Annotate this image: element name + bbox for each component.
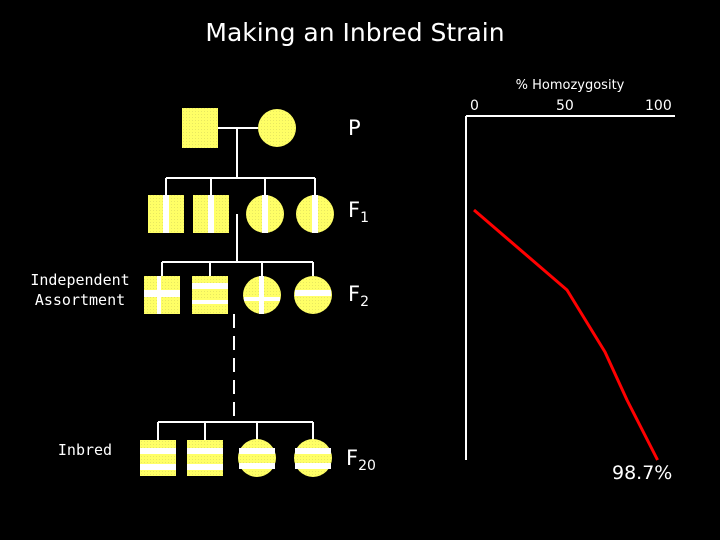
generation-f20-sub: 20 (358, 458, 376, 474)
generation-f1-sub: 1 (360, 210, 370, 226)
inbred-label: Inbred (57, 441, 113, 459)
f2-female-symbol (294, 276, 332, 314)
homozygosity-chart (465, 115, 675, 461)
axis-tick-100: 100 (645, 98, 672, 114)
p-male-symbol (182, 108, 218, 148)
generation-label-f20: F20 (346, 446, 376, 474)
p-generation (182, 108, 296, 178)
f20-female-symbol (294, 439, 332, 477)
final-homozygosity-label: 98.7% (612, 462, 673, 484)
p-female-symbol (258, 109, 296, 147)
generation-label-f2: F2 (348, 282, 369, 310)
axis-tick-50: 50 (556, 98, 574, 114)
slide-title: Making an Inbred Strain (205, 18, 505, 47)
f2-male-symbol (192, 276, 228, 314)
f1-male-symbol (148, 195, 184, 233)
f20-male-symbol (187, 440, 223, 476)
independent-label-line2: Assortment (34, 291, 126, 309)
f1-generation (148, 177, 334, 262)
f20-female-symbol (238, 439, 276, 477)
generation-f2-text: F (348, 282, 361, 306)
f20-male-symbol (140, 440, 176, 476)
f1-female-symbol (296, 195, 334, 233)
homozygosity-curve (473, 208, 659, 461)
f1-female-symbol (246, 195, 284, 233)
independent-assortment-label: Independent Assortment (20, 270, 140, 310)
homozygosity-axis-title: % Homozygosity (515, 78, 625, 93)
f2-male-symbol (144, 276, 180, 314)
f1-male-symbol (193, 195, 229, 233)
generation-f2-sub: 2 (360, 294, 370, 310)
f20-generation (140, 421, 332, 477)
axis-tick-0: 0 (470, 98, 479, 114)
generation-label-p: P (348, 116, 361, 140)
f2-female-symbol (243, 276, 281, 314)
generation-label-f1: F1 (348, 198, 369, 226)
generation-p-text: P (348, 116, 361, 140)
f2-generation (144, 261, 332, 420)
generation-f20-text: F (346, 446, 359, 470)
independent-label-line1: Independent (30, 271, 130, 289)
generation-f1-text: F (348, 198, 361, 222)
